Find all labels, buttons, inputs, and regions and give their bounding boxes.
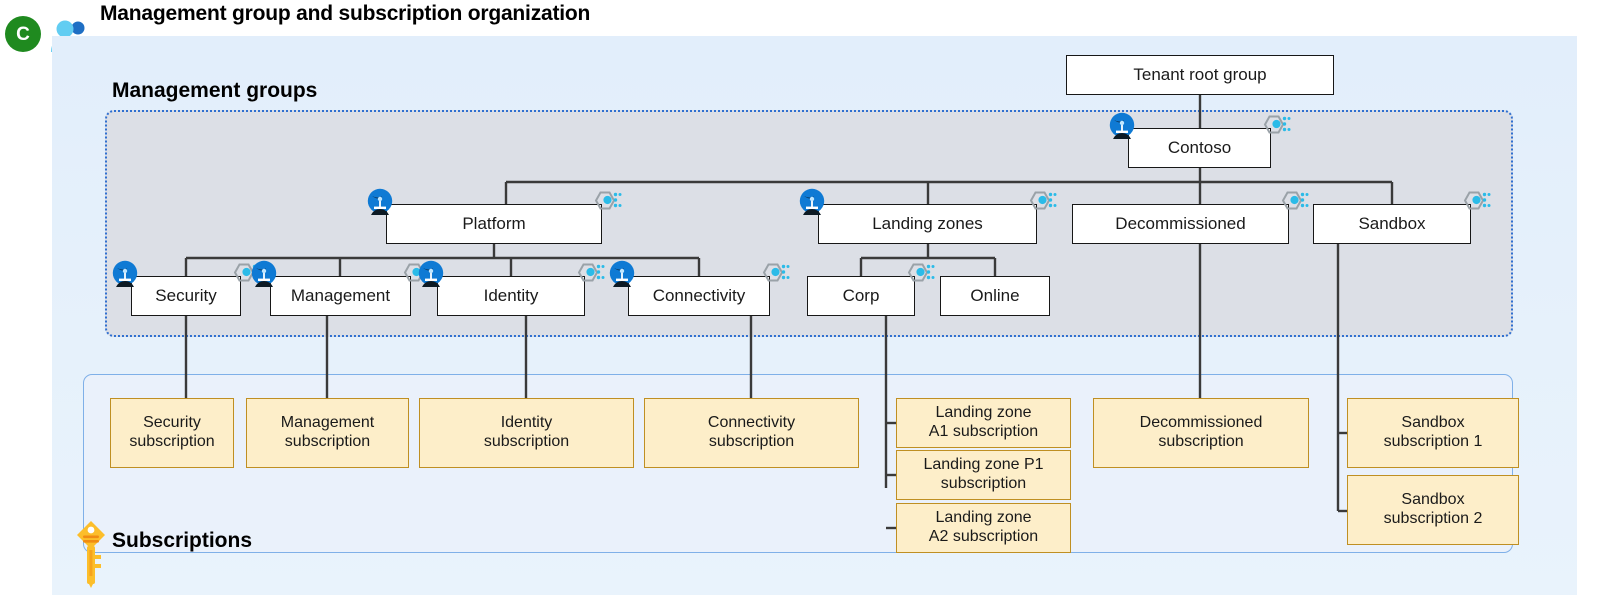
azure-policy-icon (609, 260, 635, 287)
azure-policy-icon (799, 188, 825, 215)
subscription-label-line: subscription (708, 433, 795, 450)
subscription-label-line: Sandbox (1401, 491, 1465, 509)
management-group-label: Connectivity (652, 285, 746, 305)
policy-badge (248, 260, 280, 295)
azure-policy-icon (1109, 112, 1135, 139)
subscription-label-line: Sandbox (1401, 414, 1465, 432)
management-group-label: Identity (483, 285, 539, 305)
management-group-badge (1025, 188, 1057, 223)
management-group-badge (758, 260, 790, 295)
management-groups-heading: Management groups (112, 79, 318, 102)
management-group-badge (573, 260, 605, 295)
management-group-badge (1277, 188, 1309, 223)
management-group-connectivity[interactable]: Connectivity (628, 276, 770, 316)
management-group-identity[interactable]: Identity (437, 276, 585, 316)
policy-badge (109, 260, 141, 295)
subscription-label-line: A2 subscription (928, 528, 1039, 545)
subscription-label-line: Identity (500, 414, 553, 432)
subscription-label-line: subscription 2 (1383, 510, 1483, 527)
subscriptions-heading: Subscriptions (112, 529, 253, 552)
management-group-corp[interactable]: Corp (807, 276, 915, 316)
management-group-icon (594, 191, 622, 210)
management-group-label: Management (290, 285, 391, 305)
management-group-icon (1281, 191, 1309, 210)
management-group-contoso[interactable]: Contoso (1128, 128, 1271, 168)
policy-badge (1106, 112, 1138, 147)
management-group-online[interactable]: Online (940, 276, 1050, 316)
management-group-icon (1463, 191, 1491, 210)
subscription-label-line: Security (143, 414, 201, 432)
management-group-landing-zones[interactable]: Landing zones (818, 204, 1037, 244)
subscription-label-line: Landing zone P1 (923, 456, 1044, 474)
subscription-label-line: subscription (129, 433, 215, 450)
azure-policy-icon (112, 260, 138, 287)
policy-badge (364, 188, 396, 223)
subscription-label-line: Landing zone (935, 509, 1032, 527)
subscription-label-line: subscription (483, 433, 570, 450)
subscription-label-line: Landing zone (935, 404, 1032, 422)
management-group-platform[interactable]: Platform (386, 204, 602, 244)
management-group-label: Online (970, 285, 1020, 305)
subscription-label-line: subscription (284, 433, 371, 450)
management-group-badge (1259, 112, 1291, 147)
management-group-icon (1029, 191, 1057, 210)
subscription-label-line: A1 subscription (928, 423, 1039, 440)
azure-policy-icon (418, 260, 444, 287)
contoso-logo: C (5, 16, 41, 52)
subscription-label-line: subscription (1158, 433, 1244, 450)
subscription-label-line: subscription 1 (1383, 433, 1483, 450)
management-group-sandbox[interactable]: Sandbox (1313, 204, 1471, 244)
management-group-security[interactable]: Security (131, 276, 241, 316)
management-group-label: Security (155, 285, 217, 305)
management-group-label: Platform (462, 213, 526, 233)
management-group-icon (577, 263, 605, 282)
management-group-icon (1263, 115, 1291, 134)
subscription-label-line: Management (280, 414, 375, 432)
subscription-label-line: subscription (940, 475, 1027, 492)
page-title: Management group and subscription organi… (100, 2, 591, 25)
management-group-label: Contoso (1167, 137, 1232, 157)
subscription-label-line: Connectivity (707, 414, 796, 432)
management-group-label: Corp (842, 285, 880, 305)
management-group-management[interactable]: Management (270, 276, 411, 316)
azure-policy-icon (251, 260, 277, 287)
management-group-decommissioned[interactable]: Decommissioned (1072, 204, 1289, 244)
policy-badge (415, 260, 447, 295)
management-group-label: Tenant root group (1133, 64, 1267, 84)
policy-badge (606, 260, 638, 295)
management-group-label: Decommissioned (1115, 213, 1246, 233)
management-group-icon (762, 263, 790, 282)
management-group-label: Sandbox (1358, 213, 1426, 233)
subscription-label-line: Decommissioned (1139, 414, 1263, 432)
azure-policy-icon (367, 188, 393, 215)
management-group-label: Landing zones (872, 213, 983, 233)
management-group-tenant-root-group[interactable]: Tenant root group (1066, 55, 1334, 95)
management-group-badge (590, 188, 622, 223)
policy-badge (796, 188, 828, 223)
management-group-badge (1459, 188, 1491, 223)
management-group-icon (907, 263, 935, 282)
management-group-badge (903, 260, 935, 295)
key-icon (74, 519, 108, 589)
